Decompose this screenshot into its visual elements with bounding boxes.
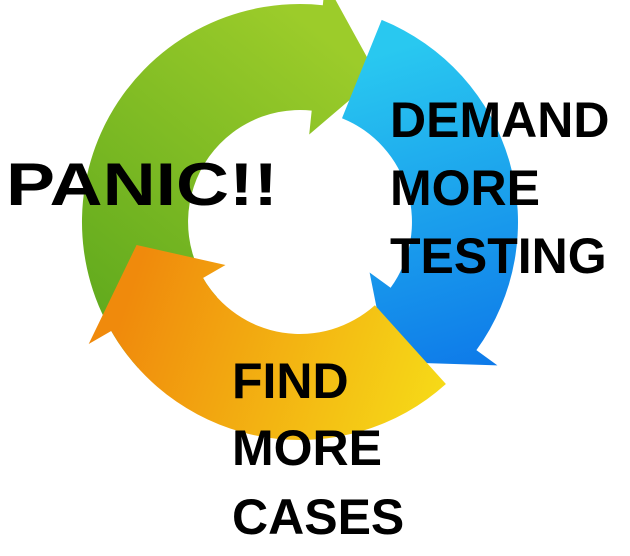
node-find-line-1: FIND [232,353,349,409]
node-panic: PANIC!! [6,151,278,218]
arrow-find-to-panic [88,245,446,441]
node-demand: DEMAND MORE TESTING [390,92,623,284]
node-panic-line-1: PANIC!! [6,151,278,218]
node-demand-line-3: TESTING [390,228,607,284]
arrow-demand-to-find [342,19,518,366]
node-find: FIND MORE CASES [232,353,404,545]
node-find-line-3: CASES [232,489,404,545]
node-demand-line-2: MORE [390,160,540,216]
node-find-line-2: MORE [232,420,382,476]
node-demand-line-1: DEMAND [390,92,609,148]
